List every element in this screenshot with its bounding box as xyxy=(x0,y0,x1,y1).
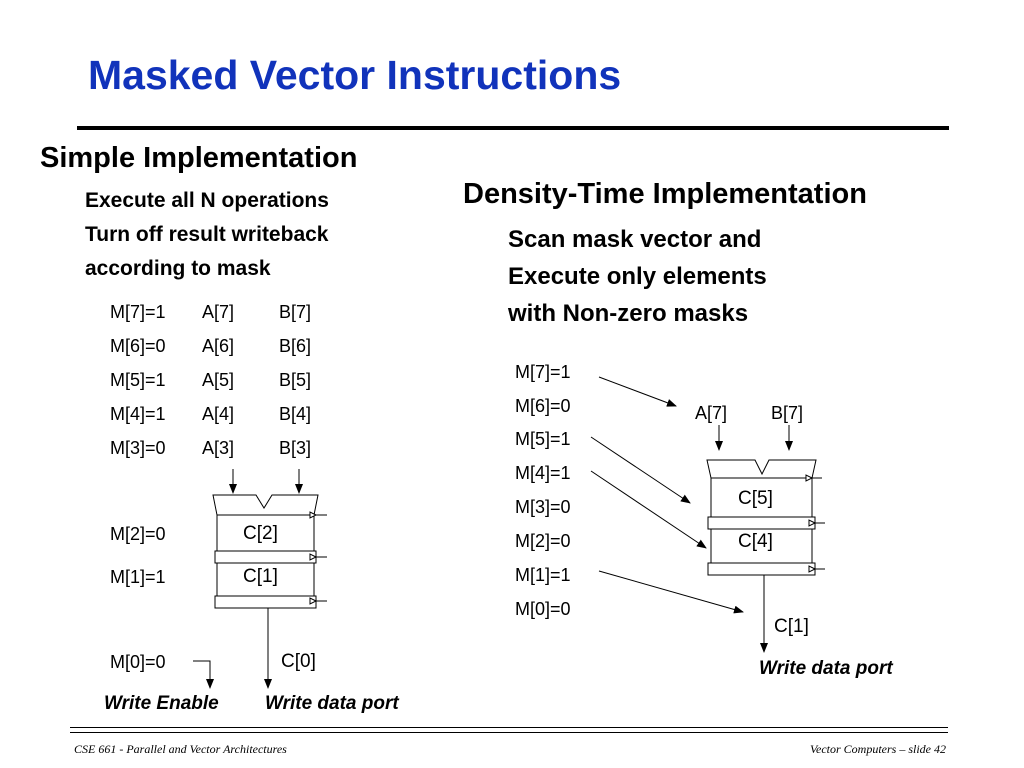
right-c-5: C[5] xyxy=(738,488,773,509)
right-c-1: C[1] xyxy=(774,616,809,637)
right-mask-1: M[1]=1 xyxy=(515,565,571,585)
slide-title: Masked Vector Instructions xyxy=(88,52,622,98)
left-alu-top xyxy=(212,494,319,516)
left-mask-4: M[4]=1 xyxy=(110,404,166,424)
mask5-to-c5-arrow xyxy=(590,436,691,504)
left-mask-3: M[3]=0 xyxy=(110,438,166,458)
footer-course: CSE 661 - Parallel and Vector Architectu… xyxy=(74,742,287,756)
left-c-1: C[1] xyxy=(243,566,278,587)
left-mask-1: M[1]=1 xyxy=(110,567,166,587)
left-pipeline xyxy=(193,469,327,689)
footer-rule-1 xyxy=(70,727,948,728)
write-enable-label: Write Enable xyxy=(104,693,219,714)
left-latch-2 xyxy=(214,595,317,609)
left-mask-5: M[5]=1 xyxy=(110,370,166,390)
simple-heading: Simple Implementation xyxy=(40,142,358,174)
density-bullet-3: with Non-zero masks xyxy=(508,300,749,327)
mask1-to-c1-arrow xyxy=(598,570,744,614)
left-b-7: B[7] xyxy=(279,302,312,322)
left-b-5: B[5] xyxy=(279,370,312,390)
mask4-to-c4-arrow xyxy=(590,470,707,549)
left-mask-7: M[7]=1 xyxy=(110,302,166,322)
right-stage-1 xyxy=(710,477,813,518)
right-mask-5: M[5]=1 xyxy=(515,429,571,449)
right-alu-top xyxy=(706,459,817,479)
left-write-port-label: Write data port xyxy=(265,693,399,714)
simple-bullet-2: Turn off result writeback xyxy=(85,223,329,246)
left-b-4: B[4] xyxy=(279,404,312,424)
left-b-3: B[3] xyxy=(279,438,312,458)
simple-bullet-1: Execute all N operations xyxy=(85,189,329,212)
left-mask-2: M[2]=0 xyxy=(110,524,166,544)
left-a-3: A[3] xyxy=(202,438,235,458)
left-c-2: C[2] xyxy=(243,523,278,544)
left-b-6: B[6] xyxy=(279,336,312,356)
density-bullet-2: Execute only elements xyxy=(508,263,767,290)
left-mask-0: M[0]=0 xyxy=(110,652,166,672)
right-mask-2: M[2]=0 xyxy=(515,531,571,551)
right-mask-4: M[4]=1 xyxy=(515,463,571,483)
left-latch-1 xyxy=(214,550,317,564)
right-write-port-label: Write data port xyxy=(759,658,893,679)
right-mask-6: M[6]=0 xyxy=(515,396,571,416)
title-divider xyxy=(77,126,949,130)
left-c-0: C[0] xyxy=(281,651,316,672)
left-a-6: A[6] xyxy=(202,336,235,356)
simple-bullet-3: according to mask xyxy=(85,257,271,280)
left-a-7: A[7] xyxy=(202,302,235,322)
right-pipeline xyxy=(590,376,825,653)
right-mask-3: M[3]=0 xyxy=(515,497,571,517)
mask7-to-a7-arrow xyxy=(598,376,677,407)
right-mask-7: M[7]=1 xyxy=(515,362,571,382)
left-a-5: A[5] xyxy=(202,370,235,390)
right-b-7: B[7] xyxy=(771,403,804,423)
left-mask-6: M[6]=0 xyxy=(110,336,166,356)
footer-rule-2 xyxy=(70,732,948,733)
left-a-4: A[4] xyxy=(202,404,235,424)
left-stage-2 xyxy=(216,562,315,597)
right-a-7: A[7] xyxy=(695,403,728,423)
left-stage-1 xyxy=(216,514,315,552)
density-bullet-1: Scan mask vector and xyxy=(508,226,762,253)
footer-slide-number: Vector Computers – slide 42 xyxy=(810,742,946,756)
right-c-4: C[4] xyxy=(738,531,773,552)
density-heading: Density-Time Implementation xyxy=(463,178,867,210)
right-latch-1 xyxy=(707,516,816,530)
right-latch-2 xyxy=(707,562,816,576)
write-enable-arrow xyxy=(193,660,214,689)
right-stage-2 xyxy=(710,528,813,564)
right-mask-0: M[0]=0 xyxy=(515,599,571,619)
